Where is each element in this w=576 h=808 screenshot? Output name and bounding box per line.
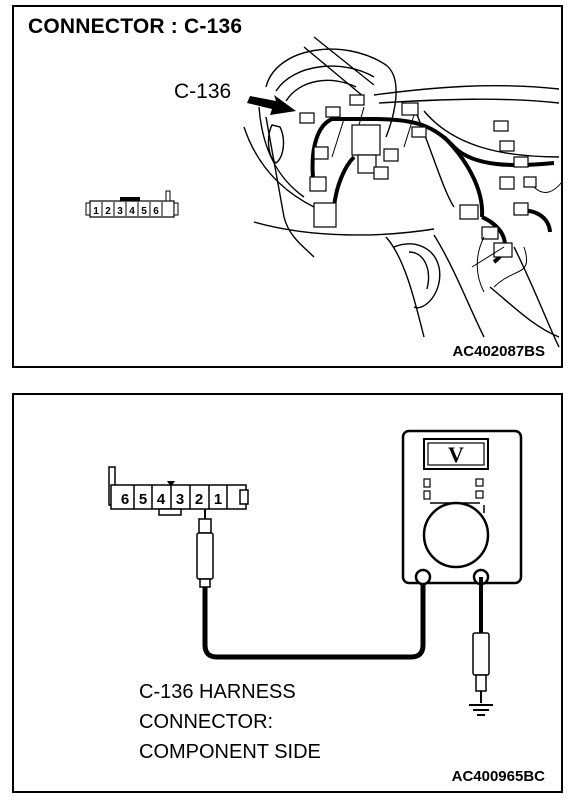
voltage-check-panel: 6 5 4 3 2 1 V bbox=[12, 393, 563, 793]
ground-probe bbox=[472, 577, 490, 703]
dashboard-connectors bbox=[299, 94, 537, 258]
multimeter: V bbox=[401, 429, 523, 586]
callout-arrow bbox=[247, 95, 296, 115]
small-pin-4: 4 bbox=[129, 206, 135, 217]
meter-display: V bbox=[448, 442, 464, 467]
harness-caption: C-136 HARNESS CONNECTOR: COMPONENT SIDE bbox=[139, 677, 321, 767]
pin-5: 5 bbox=[139, 491, 147, 508]
harness-caption-line-2: CONNECTOR: bbox=[139, 711, 274, 733]
dashboard-illustration: 1 2 3 4 5 6 bbox=[85, 36, 563, 348]
rotary-dial-icon bbox=[422, 501, 490, 569]
connector-callout-label: C-136 bbox=[174, 80, 232, 103]
pin-6: 6 bbox=[121, 491, 129, 508]
com-jack-icon bbox=[414, 568, 432, 586]
pin-2: 2 bbox=[195, 491, 203, 508]
small-pin-3: 3 bbox=[117, 206, 123, 217]
harness-caption-line-1: C-136 HARNESS bbox=[139, 681, 296, 703]
connector-location-panel: CONNECTOR : C-136 C-136 bbox=[12, 5, 563, 368]
figure-code-top: AC402087BS bbox=[452, 343, 545, 360]
harness-caption-line-3: COMPONENT SIDE bbox=[139, 741, 321, 763]
connector-title: CONNECTOR : C-136 bbox=[28, 15, 243, 38]
figure-code-bottom: AC400965BC bbox=[451, 768, 545, 785]
small-pin-1: 1 bbox=[93, 206, 99, 217]
dashboard-outline bbox=[243, 36, 560, 348]
pin-3: 3 bbox=[176, 491, 184, 508]
harness-connector: 6 5 4 3 2 1 bbox=[108, 466, 249, 516]
ground-icon bbox=[469, 704, 493, 716]
test-lead-cable bbox=[202, 577, 426, 660]
pin-4: 4 bbox=[157, 491, 166, 508]
voltage-check-diagram: 6 5 4 3 2 1 V bbox=[108, 429, 523, 716]
pin-1: 1 bbox=[214, 491, 222, 508]
small-pin-5: 5 bbox=[141, 206, 147, 217]
positive-probe bbox=[196, 509, 214, 588]
small-pin-6: 6 bbox=[153, 206, 159, 217]
harness-wires bbox=[313, 106, 563, 293]
small-pin-2: 2 bbox=[105, 206, 111, 217]
wiring-harness bbox=[310, 117, 555, 264]
small-connector-diagram: 1 2 3 4 5 6 bbox=[85, 190, 179, 218]
